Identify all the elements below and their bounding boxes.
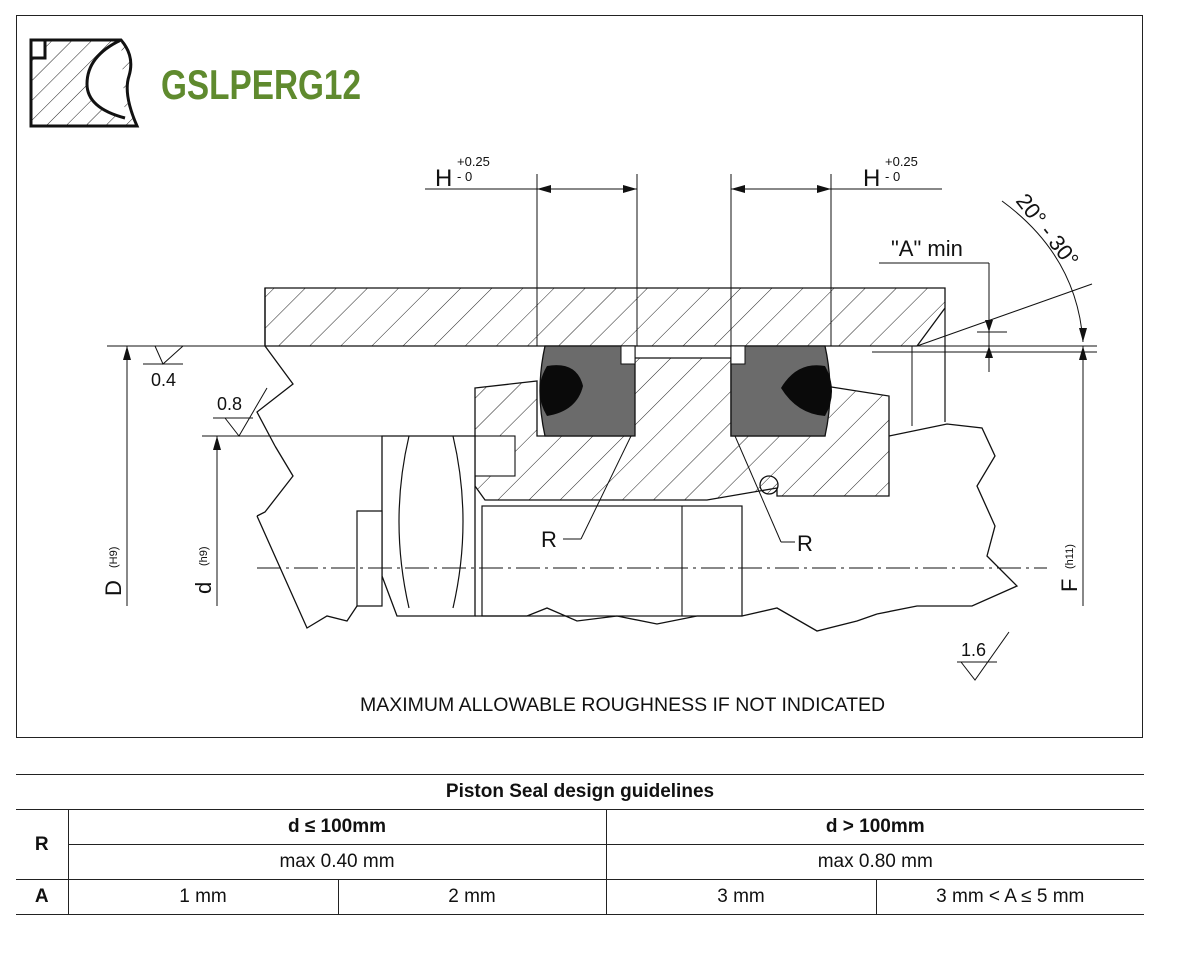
- rod-section: [256, 423, 1019, 632]
- a-value-3: 3 mm: [605, 879, 877, 915]
- technical-drawing: GSLPERG12: [29, 38, 1097, 716]
- table-title: Piston Seal design guidelines: [16, 774, 1144, 810]
- cylinder-bore-section: [264, 283, 1093, 426]
- a-value-2: 2 mm: [337, 879, 607, 915]
- roughness-value-groove: 0.8: [217, 394, 242, 414]
- radius-left-label: R: [541, 527, 557, 552]
- table-row: A 1 mm 2 mm 3 mm 3 mm < A ≤ 5 mm: [16, 879, 1144, 915]
- row-label-r: R: [16, 809, 69, 880]
- seal-right: [730, 345, 832, 437]
- table-row: R d ≤ 100mm d > 100mm: [16, 809, 1144, 880]
- roughness-symbol-groove: [213, 387, 268, 437]
- product-title: GSLPERG12: [161, 61, 361, 108]
- table-row: max 0.40 mm max 0.80 mm: [16, 844, 1144, 880]
- r-value-large: max 0.80 mm: [605, 844, 1144, 880]
- col-header-small: d ≤ 100mm: [67, 809, 607, 845]
- groove-h-left-tol-lower: - 0: [457, 169, 472, 184]
- seal-profile-icon: [29, 38, 140, 128]
- groove-h-left-tol-upper: +0.25: [457, 154, 490, 169]
- f-dim-label: F: [1057, 579, 1082, 592]
- roughness-value-general: 1.6: [961, 640, 986, 660]
- groove-h-right-tol-lower: - 0: [885, 169, 900, 184]
- o-ring: [759, 475, 779, 495]
- chamfer-angle-arc: [1001, 200, 1084, 343]
- roughness-symbol-general: [957, 631, 1010, 681]
- col-header-large: d > 100mm: [605, 809, 1144, 845]
- groove-h-right-tol-upper: +0.25: [885, 154, 918, 169]
- piston-section: [474, 357, 890, 501]
- a-value-4: 3 mm < A ≤ 5 mm: [875, 879, 1144, 915]
- radius-right-label: R: [797, 531, 813, 556]
- table-title-row: Piston Seal design guidelines: [16, 774, 1144, 810]
- roughness-symbol-bore: [143, 345, 184, 365]
- bore-break-line: [256, 345, 294, 447]
- groove-h-left-label: H: [435, 165, 452, 192]
- seal-left: [539, 345, 636, 437]
- groove-h-right-label: H: [863, 165, 880, 192]
- a-value-1: 1 mm: [67, 879, 339, 915]
- guidelines-table: Piston Seal design guidelines R d ≤ 100m…: [16, 774, 1144, 915]
- rod-dim-label: d: [191, 582, 216, 594]
- roughness-value-bore: 0.4: [151, 370, 176, 390]
- drawing-frame: GSLPERG12: [16, 15, 1143, 738]
- bore-dim-label: D: [101, 580, 126, 596]
- bore-tol-label: (H9): [108, 547, 120, 568]
- row-label-a: A: [16, 879, 69, 915]
- f-tol-label: (h11): [1064, 544, 1076, 569]
- rod-tol-label: (h9): [198, 546, 210, 566]
- r-value-small: max 0.40 mm: [67, 844, 607, 880]
- chamfer-angle-label: 20° - 30°: [1011, 189, 1084, 272]
- a-min-label: "A" min: [891, 236, 963, 261]
- roughness-note: MAXIMUM ALLOWABLE ROUGHNESS IF NOT INDIC…: [360, 694, 885, 716]
